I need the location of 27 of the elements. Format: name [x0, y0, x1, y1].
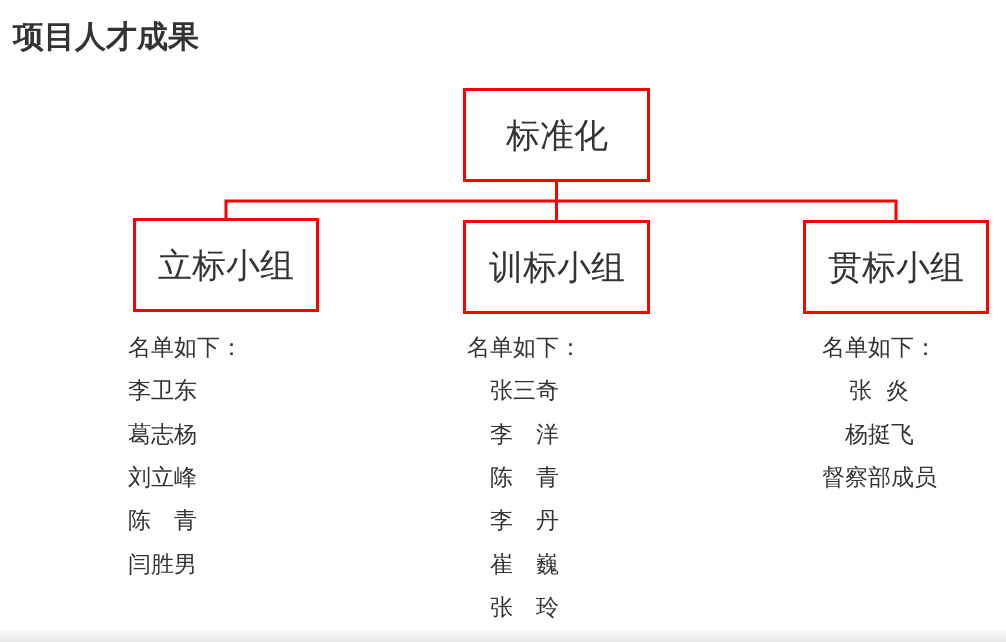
node-label: 训标小组	[488, 246, 625, 288]
member-name: 葛志杨	[128, 419, 197, 449]
connector-line	[555, 182, 898, 220]
group-box	[463, 220, 650, 314]
member-name: 陈 青	[128, 506, 197, 536]
member-name: 闫胜男	[128, 549, 197, 579]
member-name: 督察部成员	[821, 462, 937, 492]
group-box	[133, 218, 319, 312]
member-name: 杨挺飞	[844, 419, 914, 449]
list-heading: 名单如下：	[466, 333, 582, 362]
member-name: 刘立峰	[128, 462, 197, 492]
member-name: 张三奇	[489, 376, 559, 406]
list-heading: 名单如下：	[128, 333, 243, 362]
member-name: 李 丹	[489, 506, 559, 536]
node-label: 贯标小组	[828, 246, 964, 288]
member-name: 李 洋	[489, 419, 559, 449]
page-title: 项目人才成果	[13, 17, 199, 56]
root-box	[463, 88, 650, 182]
member-name: 崔 巍	[489, 549, 559, 579]
list-heading: 名单如下：	[821, 333, 937, 362]
member-name: 李卫东	[128, 376, 197, 406]
node-label: 标准化	[505, 114, 608, 156]
group-box	[803, 220, 989, 314]
member-name: 陈 青	[489, 462, 559, 492]
member-name: 张 玲	[489, 592, 559, 622]
node-label: 立标小组	[158, 244, 294, 286]
member-name: 张 炎	[848, 376, 910, 406]
